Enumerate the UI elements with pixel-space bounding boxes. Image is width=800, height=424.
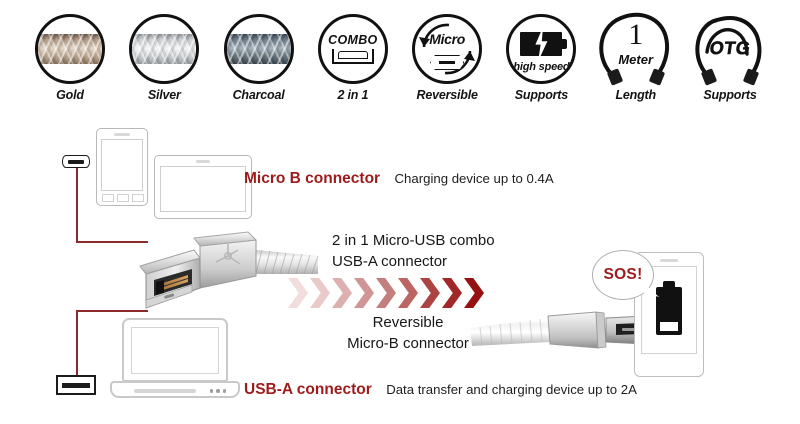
combo-port-icon: COMBO: [317, 14, 388, 84]
feature-combo: COMBO 2 in 1: [307, 14, 399, 114]
sos-alert-bubble: SOS!: [592, 250, 659, 300]
otg-loop-path: [695, 16, 762, 80]
cable-swatch-gold-icon: [35, 14, 105, 84]
usb-port-glyph: [331, 49, 374, 65]
feature-reversible: Micro Reversible: [401, 14, 493, 114]
connector-line-micro-horizontal: [76, 241, 148, 243]
feature-label: Charcoal: [232, 88, 285, 102]
usb-a-title: USB-A connector: [244, 381, 372, 398]
feature-high-speed: high speed Supports: [495, 14, 587, 114]
combo-callout: 2 in 1 Micro-USB combo USB-A connector: [332, 230, 495, 273]
feature-label: Silver: [147, 88, 181, 102]
feature-charcoal: Charcoal: [213, 14, 305, 114]
direction-arrow-6: [398, 278, 418, 308]
micro-b-description: Charging device up to 0.4A: [394, 171, 554, 186]
cable-loop-icon: 1 Meter: [598, 12, 671, 86]
feature-label: Reversible: [416, 88, 478, 102]
cable-swatch-silver-icon: [129, 14, 200, 84]
direction-arrow-1: [288, 278, 308, 308]
combo-connector-illustration: [128, 222, 323, 322]
rotation-arrows-icon: [419, 23, 476, 75]
usb-a-port-icon: [56, 375, 96, 395]
cable-loop-path: [598, 12, 669, 82]
length-number: 1: [628, 18, 644, 51]
direction-arrow-4: [354, 278, 374, 308]
micro-usb-port-icon: [62, 155, 90, 168]
direction-arrow-2: [310, 278, 330, 308]
feature-silver: Silver: [118, 14, 210, 114]
micro-usb-glyph: [430, 55, 465, 70]
feature-gold: Gold: [24, 14, 116, 114]
direction-arrows: [288, 276, 493, 310]
combo-badge-text: COMBO: [328, 32, 378, 47]
direction-arrow-8: [442, 278, 462, 308]
otg-badge-text: OTG: [708, 38, 752, 59]
connector-line-micro-vertical: [76, 168, 78, 242]
battery-glyph: [520, 27, 568, 61]
feature-label: Supports: [703, 88, 757, 102]
usb-a-description: Data transfer and charging device up to …: [386, 382, 637, 397]
micro-b-callout: Micro B connector Charging device up to …: [244, 170, 554, 188]
usb-a-callout: USB-A connector Data transfer and chargi…: [244, 381, 637, 399]
micro-reversible-icon: Micro: [412, 14, 483, 84]
combo-line-1: 2 in 1 Micro-USB combo: [332, 232, 495, 249]
micro-badge-text: Micro: [429, 31, 466, 47]
feature-label: Supports: [514, 88, 569, 102]
micro-b-title: Micro B connector: [244, 170, 381, 187]
sos-alert-text: SOS!: [603, 266, 643, 283]
high-speed-battery-icon: high speed: [506, 14, 577, 84]
feature-otg: OTG Supports: [684, 14, 776, 114]
direction-arrow-5: [376, 278, 396, 308]
reversible-line-1: Reversible: [372, 314, 444, 331]
reversible-callout: Reversible Micro-B connector: [318, 312, 498, 355]
phone-device-illustration: [96, 128, 148, 206]
feature-label: 2 in 1: [337, 88, 369, 102]
connector-line-usba-horizontal: [76, 310, 148, 312]
lightning-bolt-icon: [535, 27, 548, 61]
battery-low-icon: [656, 287, 682, 335]
otg-cable-icon: OTG: [694, 14, 765, 86]
cable-swatch-charcoal-icon: [223, 14, 294, 84]
tablet-device-illustration: [154, 155, 252, 219]
feature-length: 1 Meter Length: [590, 12, 682, 114]
direction-arrow-7: [420, 278, 440, 308]
laptop-device-illustration: [110, 318, 240, 400]
high-speed-badge-text: high speed: [513, 61, 570, 73]
direction-arrow-3: [332, 278, 352, 308]
connector-line-usba-vertical: [76, 310, 78, 384]
length-unit: Meter: [618, 52, 654, 67]
feature-icon-row: Gold Silver Charcoal COMBO 2 in 1: [0, 12, 800, 114]
reversible-line-2: Micro-B connector: [347, 335, 469, 353]
combo-line-2: USB-A connector: [332, 253, 448, 271]
feature-label: Gold: [56, 88, 84, 102]
feature-label: Length: [615, 88, 656, 102]
